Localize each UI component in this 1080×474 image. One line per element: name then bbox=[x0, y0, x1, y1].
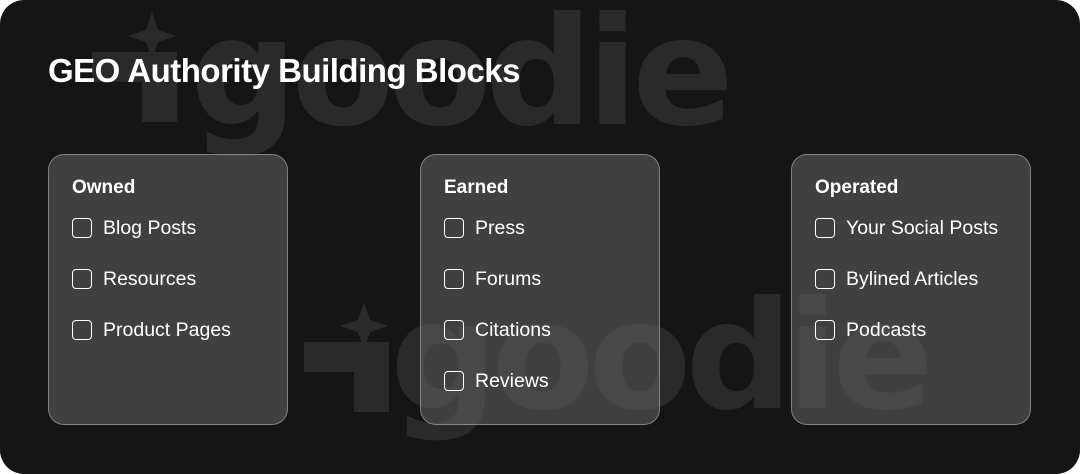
card-title: Owned bbox=[72, 177, 136, 198]
checklist-item-your-social-posts[interactable]: Your Social Posts bbox=[815, 214, 1030, 242]
checklist-item-label: Podcasts bbox=[846, 318, 927, 341]
card-operated: Operated Your Social Posts Bylined Artic… bbox=[791, 154, 1031, 425]
card-earned: Earned Press Forums Citations Reviews bbox=[420, 154, 660, 425]
checkbox[interactable] bbox=[444, 218, 464, 238]
card-owned: Owned Blog Posts Resources Product Pages bbox=[48, 154, 288, 425]
checkbox[interactable] bbox=[444, 320, 464, 340]
checkbox[interactable] bbox=[444, 371, 464, 391]
checklist-item-resources[interactable]: Resources bbox=[72, 265, 287, 293]
card-title: Earned bbox=[444, 177, 509, 198]
checkbox[interactable] bbox=[72, 269, 92, 289]
checklist-item-label: Bylined Articles bbox=[846, 267, 979, 290]
checklist-item-label: Product Pages bbox=[103, 318, 231, 341]
card-title: Operated bbox=[815, 177, 899, 198]
checklist-item-label: Citations bbox=[475, 318, 551, 341]
page-title: GEO Authority Building Blocks bbox=[48, 52, 520, 89]
checkbox[interactable] bbox=[444, 269, 464, 289]
goodie-logo-mark-icon bbox=[304, 302, 389, 412]
checkbox[interactable] bbox=[815, 320, 835, 340]
checklist-item-label: Press bbox=[475, 216, 525, 239]
checklist-item-label: Your Social Posts bbox=[846, 216, 999, 239]
checklist-item-label: Reviews bbox=[475, 369, 549, 392]
checkbox[interactable] bbox=[815, 269, 835, 289]
checkbox[interactable] bbox=[815, 218, 835, 238]
checklist-item-reviews[interactable]: Reviews bbox=[444, 367, 659, 395]
checklist-item-forums[interactable]: Forums bbox=[444, 265, 659, 293]
checkbox[interactable] bbox=[72, 320, 92, 340]
checkbox[interactable] bbox=[72, 218, 92, 238]
checklist-item-label: Blog Posts bbox=[103, 216, 197, 239]
checklist-item-bylined-articles[interactable]: Bylined Articles bbox=[815, 265, 1030, 293]
checklist-item-label: Resources bbox=[103, 267, 197, 290]
checklist-item-citations[interactable]: Citations bbox=[444, 316, 659, 344]
checklist-item-podcasts[interactable]: Podcasts bbox=[815, 316, 1030, 344]
checklist-item-press[interactable]: Press bbox=[444, 214, 659, 242]
checklist-item-product-pages[interactable]: Product Pages bbox=[72, 316, 287, 344]
checklist-item-label: Forums bbox=[475, 267, 542, 290]
checklist-item-blog-posts[interactable]: Blog Posts bbox=[72, 214, 287, 242]
